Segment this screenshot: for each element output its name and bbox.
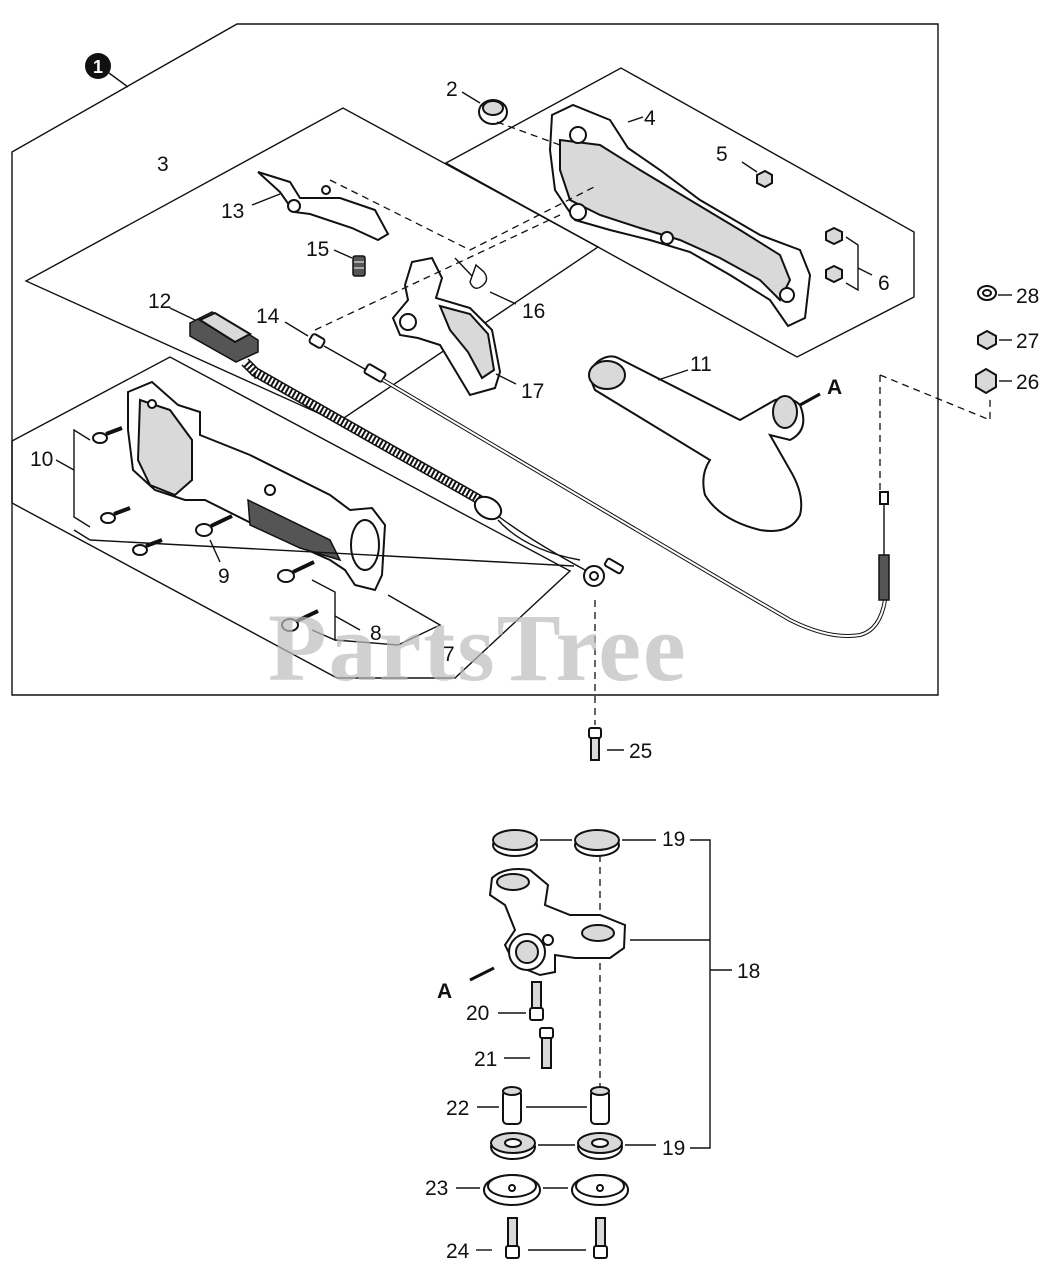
callout-18: 18 — [737, 960, 760, 983]
callout-9: 9 — [218, 565, 230, 588]
part-19-bottom-cushions — [490, 1132, 656, 1160]
callout-21: 21 — [474, 1048, 497, 1071]
assembly-outline-4 — [444, 67, 915, 358]
part-19-top-cushions — [492, 829, 732, 1149]
watermark-text: PartsTree — [268, 594, 688, 701]
screw-10a — [92, 426, 123, 444]
callout-8: 8 — [370, 622, 382, 645]
callout-26: 26 — [1016, 371, 1039, 394]
callout-10: 10 — [30, 448, 53, 471]
part-20-bolt — [498, 981, 544, 1021]
callout-19-bottom: 19 — [662, 1137, 685, 1160]
screw-10b — [100, 506, 131, 524]
part-28-ring — [977, 285, 1012, 301]
alignment-lines — [254, 121, 991, 1090]
screw-10c — [132, 538, 163, 556]
callout-13: 13 — [221, 200, 244, 223]
callout-19-top: 19 — [662, 828, 685, 851]
part-13-throttle-lever — [251, 171, 390, 242]
part-16-torsion-spring — [454, 257, 517, 305]
part-21-bolt — [504, 1027, 554, 1069]
part-24-bolts — [476, 1217, 608, 1259]
part-25-bolt — [588, 727, 624, 761]
callout-5: 5 — [716, 143, 728, 166]
callout-3: 3 — [157, 153, 169, 176]
callout-15: 15 — [306, 238, 329, 261]
callout-27: 27 — [1016, 330, 1039, 353]
part-2-grommet — [461, 91, 508, 125]
part-11-front-handle — [588, 355, 821, 532]
part-8-screws — [277, 560, 442, 646]
assembly-marker-number: 1 — [93, 57, 103, 77]
part-6-nuts — [825, 226, 873, 292]
callout-25: 25 — [629, 740, 652, 763]
part-9-screw — [195, 514, 233, 563]
callout-28: 28 — [1016, 285, 1039, 308]
ref-letter-a-top: A — [827, 376, 842, 399]
part-12-wire-harness — [241, 358, 625, 587]
callout-16: 16 — [522, 300, 545, 323]
callout-20: 20 — [466, 1002, 489, 1025]
part-14-throttle-cable — [284, 321, 890, 638]
callout-23: 23 — [425, 1177, 448, 1200]
part-10-grip-housing — [127, 380, 387, 592]
assembly-outline-7 — [11, 356, 572, 679]
ref-letter-a-bottom: A — [437, 980, 452, 1003]
assembly-outline-3 — [24, 107, 600, 423]
callout-2: 2 — [446, 78, 458, 101]
callout-6: 6 — [878, 272, 890, 295]
assembly-marker: 1 — [85, 53, 129, 88]
part-10-screws — [55, 426, 575, 567]
part-12-switch — [169, 307, 259, 363]
callout-14: 14 — [256, 305, 280, 328]
part-27-nut — [977, 329, 1012, 351]
callout-17: 17 — [521, 380, 544, 403]
part-22-collars — [477, 1086, 610, 1125]
callout-7: 7 — [443, 643, 455, 666]
part-18-mount-bracket — [469, 868, 710, 982]
part-26-nut — [975, 367, 1012, 395]
callout-12: 12 — [148, 290, 171, 313]
callout-4: 4 — [644, 107, 656, 130]
part-17-throttle-trigger — [391, 256, 517, 397]
part-23-washers — [456, 1174, 629, 1206]
callout-24: 24 — [446, 1240, 470, 1263]
part-5-nut — [741, 161, 773, 189]
callout-22: 22 — [446, 1097, 469, 1120]
part-4-handle-case — [548, 103, 812, 328]
part-15-spring — [333, 249, 366, 277]
assembly-outline-1 — [11, 23, 939, 696]
callout-11: 11 — [690, 353, 712, 376]
